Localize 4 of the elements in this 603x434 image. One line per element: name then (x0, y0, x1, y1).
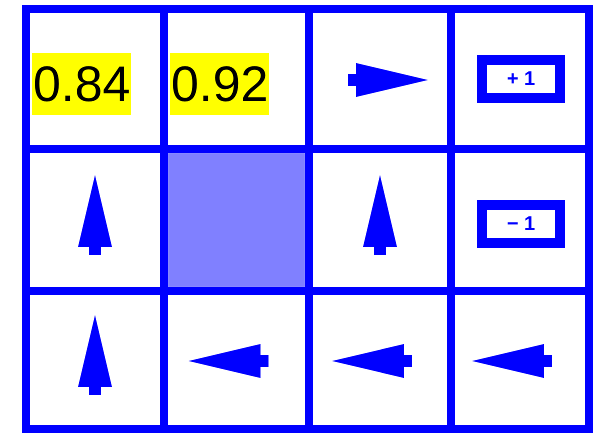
reward-label: + 1 (477, 55, 565, 103)
reward-label: − 1 (477, 200, 565, 248)
value-label: 0.84 (32, 53, 132, 115)
value-label: 0.92 (170, 53, 270, 115)
